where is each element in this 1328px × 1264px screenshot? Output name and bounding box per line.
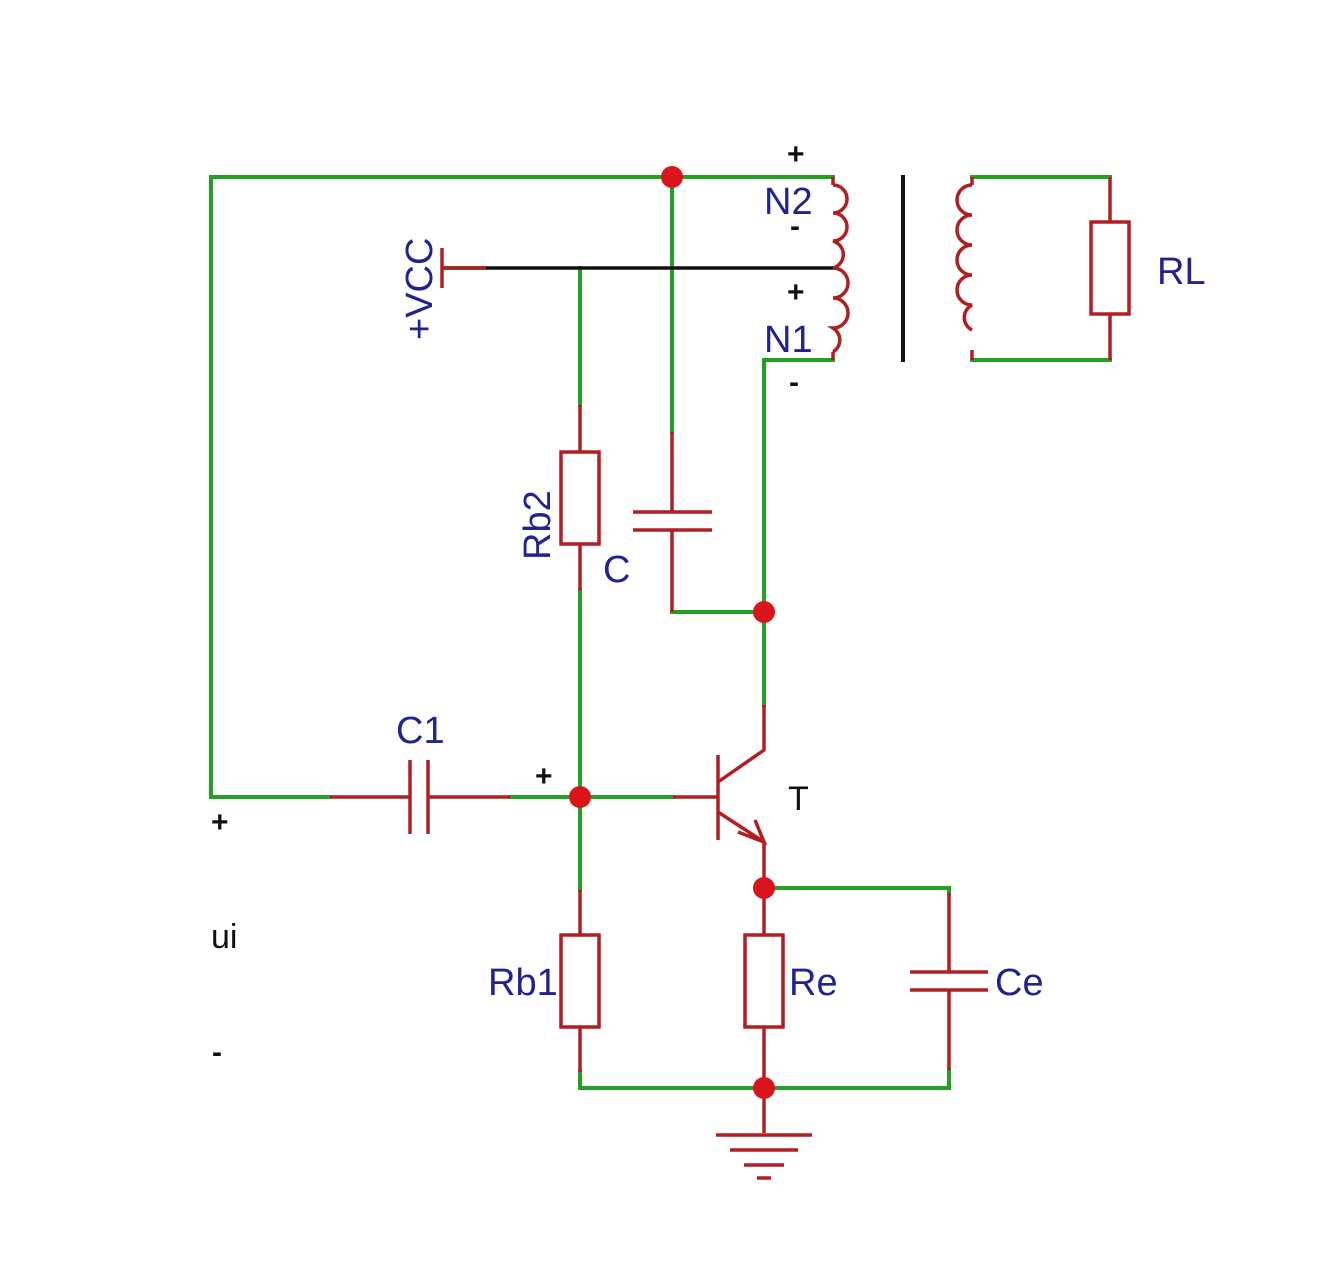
transformer-secondary — [955, 177, 974, 360]
label-vcc: +VCC — [399, 238, 441, 340]
transistor-t — [673, 705, 768, 888]
polarity-n2-top: + — [787, 138, 805, 171]
junction-ground — [753, 1077, 775, 1099]
label-c1: C1 — [396, 710, 445, 752]
resistor-re — [743, 888, 785, 1088]
resistor-rb1 — [559, 890, 601, 1072]
label-c: C — [603, 549, 630, 591]
label-ui: ui — [211, 918, 237, 956]
wires — [209, 175, 1112, 1090]
resistor-rl — [1089, 177, 1131, 360]
capacitor-c1 — [330, 760, 510, 834]
wire-emitter-to-ce — [762, 886, 951, 895]
label-ce: Ce — [995, 962, 1044, 1004]
polarity-input-plus: + — [211, 806, 229, 839]
polarity-n1-top: + — [787, 276, 805, 309]
junction-top-rail — [661, 166, 683, 188]
resistor-rb2 — [559, 405, 601, 590]
transformer-primary — [826, 177, 850, 360]
label-rb2: Rb2 — [517, 490, 559, 560]
label-n2: N2 — [764, 181, 813, 223]
polarity-n2-bottom: - — [790, 210, 800, 243]
capacitor-ce — [910, 893, 988, 1070]
label-n1: N1 — [764, 319, 813, 361]
label-rb1: Rb1 — [488, 962, 558, 1004]
polarity-n1-bottom: - — [789, 366, 799, 399]
wire-n1-to-collector — [762, 358, 835, 707]
junction-emitter — [753, 877, 775, 899]
junction-collector — [753, 601, 775, 623]
label-rl: RL — [1157, 251, 1206, 293]
ground-icon — [716, 1088, 812, 1180]
junction-base — [569, 786, 591, 808]
capacitor-c — [633, 432, 712, 612]
polarity-c1-plus: + — [535, 760, 553, 793]
polarity-input-minus: - — [212, 1036, 222, 1069]
label-re: Re — [789, 962, 838, 1004]
label-t: T — [788, 780, 809, 818]
wire-top-rail — [209, 175, 835, 799]
vcc-terminal — [440, 248, 486, 288]
